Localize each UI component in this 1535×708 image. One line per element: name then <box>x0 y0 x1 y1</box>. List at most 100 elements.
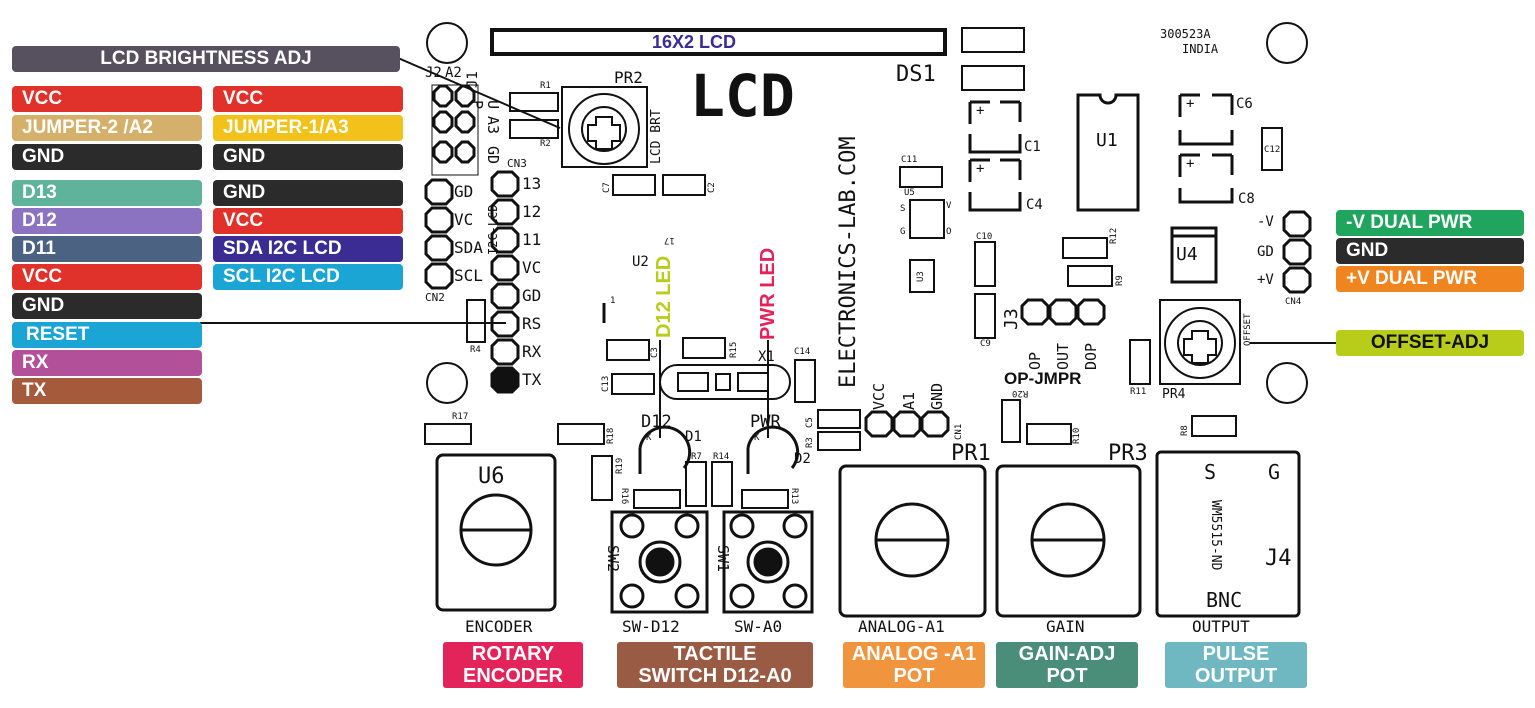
resistor-r2 <box>509 119 559 139</box>
capacitor-c7 <box>612 174 656 196</box>
a3-label: A3 <box>484 116 502 135</box>
potentiometer-pr1 <box>838 464 987 618</box>
lcd-bar-label: 16X2 LCD <box>652 32 737 52</box>
resistor-r11 <box>1129 339 1151 385</box>
ref-pr4: PR4 <box>1162 387 1186 402</box>
ref-r4: R4 <box>470 345 481 355</box>
output-caption: OUTPUT <box>1192 617 1250 636</box>
tag-bottom-line1: PULSE <box>1202 643 1270 665</box>
ref-pr3: PR3 <box>1108 441 1148 466</box>
encoder-caption: ENCODER <box>465 617 533 636</box>
resistor-r14 <box>711 461 733 507</box>
tag-col1: GND <box>12 293 202 319</box>
ref-c12: C12 <box>1264 145 1281 155</box>
c8-plus: + <box>1186 156 1195 172</box>
board-code: 300523A <box>1160 27 1211 41</box>
cn3-pin-label: RX <box>522 342 542 361</box>
pin1-marker: 1 <box>610 296 616 306</box>
ref-c7: C7 <box>602 182 612 193</box>
j3-pin-label: DOP <box>1082 342 1100 370</box>
j3-pin-label: OP <box>1026 351 1044 370</box>
capacitor-c4 <box>968 158 1022 212</box>
pwr-led-label: PWR LED <box>757 247 779 340</box>
c6-plus: + <box>1186 96 1195 112</box>
analog-a1-caption: ANALOG-A1 <box>858 617 945 636</box>
ds1-label: DS1 <box>896 62 936 87</box>
tag-col1: D13 <box>12 180 202 206</box>
i2c-lcd-label: I2C-LCD <box>486 204 500 255</box>
ref-r7: R7 <box>691 452 702 462</box>
tag-bottom-line1: ROTARY <box>471 643 555 665</box>
capacitor-c13 <box>611 373 655 395</box>
ic-u4 <box>1170 226 1218 284</box>
tag-col1: D12 <box>12 208 202 234</box>
ref-x1: X1 <box>758 349 775 365</box>
d2-k: K <box>754 433 760 443</box>
ref-c13: C13 <box>601 375 611 392</box>
cn4-pin-label: GD <box>1257 244 1274 260</box>
ref-pr1: PR1 <box>951 441 991 466</box>
tag-bottom: GAIN-ADJ POT <box>996 642 1138 688</box>
cn3-pin-label: GD <box>522 286 542 305</box>
ic-u5 <box>909 199 945 239</box>
tag-right: +V DUAL PWR <box>1336 266 1524 292</box>
ref-r20: R20 <box>1012 388 1029 398</box>
resistor-r13 <box>741 489 789 509</box>
ref-c4: C4 <box>1026 197 1043 213</box>
c4-plus: + <box>976 161 985 177</box>
board-country: INDIA <box>1182 42 1219 56</box>
ref-r15: R15 <box>729 341 739 358</box>
pin17-marker: 17 <box>664 235 675 245</box>
ref-r2: R2 <box>540 139 551 149</box>
tag-col1: VCC <box>12 86 202 112</box>
capacitor-c12 <box>1261 127 1283 171</box>
ref-sw2: SW2 <box>604 545 622 573</box>
ref-d1: D1 <box>685 429 702 445</box>
tag-col2: VCC <box>213 86 403 112</box>
website-label: ELECTRONICS-LAB.COM <box>836 136 861 388</box>
resistor-r5 <box>961 27 1025 53</box>
gd-label: GD <box>484 146 502 165</box>
pwr-label: PWR <box>750 412 781 432</box>
sw-a0-caption: SW-A0 <box>734 617 783 636</box>
tag-col2: SCL I2C LCD <box>213 264 403 290</box>
lcd-big-label: LCD <box>690 62 795 130</box>
resistor-r15 <box>682 337 726 359</box>
cn4-pin-label: +V <box>1257 272 1274 288</box>
tactile-switch-sw2 <box>610 510 709 614</box>
capacitor-c6 <box>1178 93 1234 146</box>
ref-c6: C6 <box>1236 96 1253 112</box>
resistor-r1 <box>509 92 559 112</box>
resistor-r19 <box>591 455 613 501</box>
bnc-part-number: WM5515-ND <box>1208 500 1223 571</box>
tag-col1: JUMPER-2 /A2 <box>12 115 202 141</box>
j3-pin-label: OUT <box>1054 342 1072 370</box>
ref-r13: R13 <box>789 488 799 505</box>
u5-pin-s: S <box>900 204 906 214</box>
header-cn2 <box>424 178 454 290</box>
ref-c2: C2 <box>707 182 717 193</box>
tag-bottom: PULSE OUTPUT <box>1165 642 1307 688</box>
mounting-hole <box>1266 22 1308 64</box>
ref-j4: J4 <box>1265 546 1292 571</box>
resistor-r17 <box>424 423 472 445</box>
capacitor-c3 <box>606 339 650 361</box>
tag-bottom: ANALOG -A1 POT <box>843 642 985 688</box>
u5-pin-o: O <box>946 227 952 237</box>
u5-pin-v: V <box>946 201 952 211</box>
a2-label: A2 <box>445 65 462 81</box>
cn2-pin-label: SCL <box>454 266 483 285</box>
lcd-brt-label: LCD BRT <box>649 109 664 164</box>
tag-bottom: TACTILE SWITCH D12-A0 <box>617 642 813 688</box>
ref-r17: R17 <box>452 412 469 422</box>
ref-r16: R16 <box>619 488 629 505</box>
ref-c10: C10 <box>976 232 993 242</box>
cn1-pin-label: A1 <box>900 391 918 410</box>
ref-c3: C3 <box>650 347 660 358</box>
tag-col1: TX <box>12 378 202 404</box>
resistor-r16 <box>633 489 681 509</box>
header-j1-j2 <box>431 84 479 176</box>
d12-label: D12 <box>641 412 672 432</box>
tag-col2: VCC <box>213 208 403 234</box>
